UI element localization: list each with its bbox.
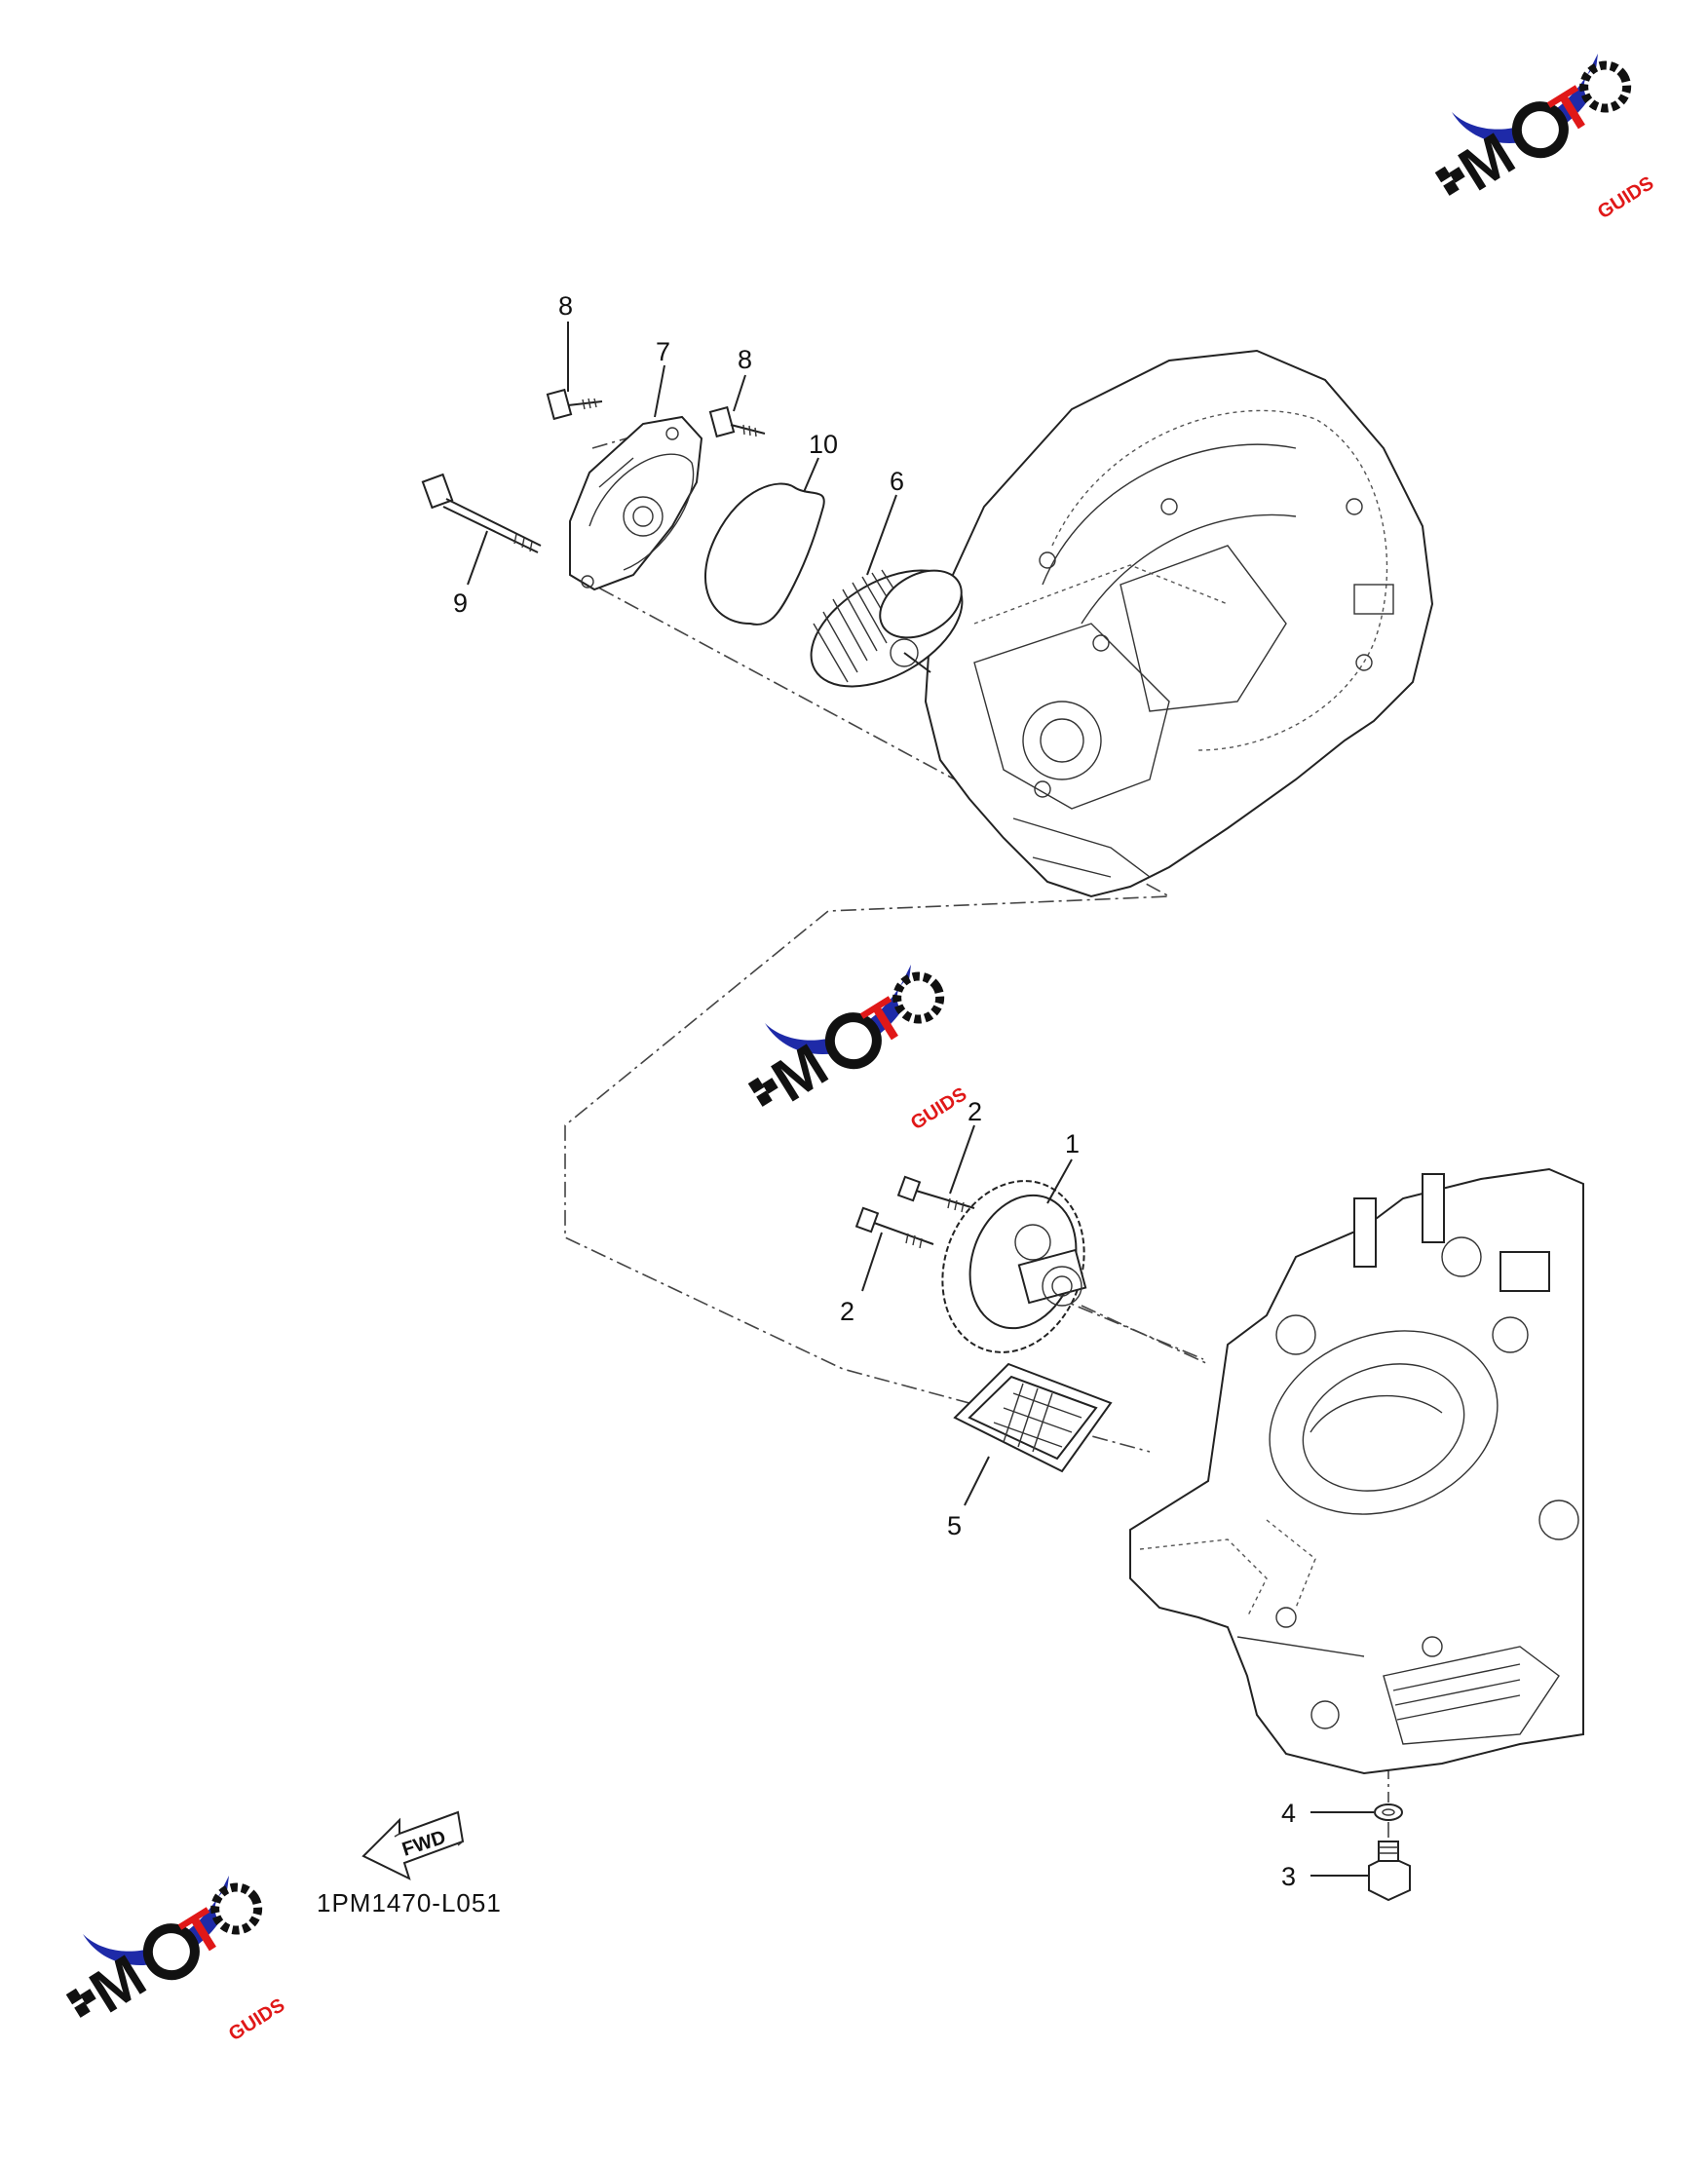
watermark-sub-text: GUIDS xyxy=(225,1994,288,2045)
bolt-8-right xyxy=(708,405,766,438)
watermark-logo-middle: GUIDS xyxy=(740,959,970,1134)
callout-7: 7 xyxy=(656,337,670,366)
leader-lines xyxy=(467,322,1374,1877)
callout-8: 8 xyxy=(558,291,573,321)
oil-pump-gear xyxy=(941,1180,1087,1353)
callout-6: 6 xyxy=(890,467,904,496)
callout-2: 2 xyxy=(840,1297,854,1326)
oil-filter-cover xyxy=(569,415,703,591)
bolt-8-left xyxy=(546,388,603,421)
callout-5: 5 xyxy=(947,1511,962,1540)
callout-2: 2 xyxy=(968,1097,982,1126)
crankcase-lower xyxy=(1129,1167,1584,1775)
drain-plug xyxy=(1368,1841,1411,1902)
o-ring xyxy=(704,482,825,626)
watermark-logo-top-right: GUIDS xyxy=(1427,48,1657,223)
bolt-2-upper xyxy=(896,1175,975,1213)
callout-9: 9 xyxy=(453,588,468,618)
callout-4: 4 xyxy=(1281,1799,1296,1828)
callout-8: 8 xyxy=(738,345,752,374)
oil-strainer xyxy=(953,1362,1113,1473)
bolt-9-long xyxy=(421,473,542,553)
watermark-logo-bottom-left: GUIDS xyxy=(58,1870,288,2045)
oil-filter-element xyxy=(810,569,964,688)
callouts: 8 7 8 10 6 9 2 1 2 5 4 3 xyxy=(453,291,1296,1891)
callout-3: 3 xyxy=(1281,1862,1296,1891)
callout-10: 10 xyxy=(809,430,838,459)
bolt-2-lower xyxy=(854,1206,934,1249)
diagram-part-code: 1PM1470-L051 xyxy=(317,1888,502,1917)
watermark-sub-text: GUIDS xyxy=(1594,172,1657,223)
crankcase-cover-upper xyxy=(924,349,1434,898)
callout-1: 1 xyxy=(1065,1129,1080,1158)
forward-arrow-icon: FWD xyxy=(361,1810,465,1880)
watermark-sub-text: GUIDS xyxy=(907,1083,970,1134)
washer xyxy=(1374,1803,1403,1821)
